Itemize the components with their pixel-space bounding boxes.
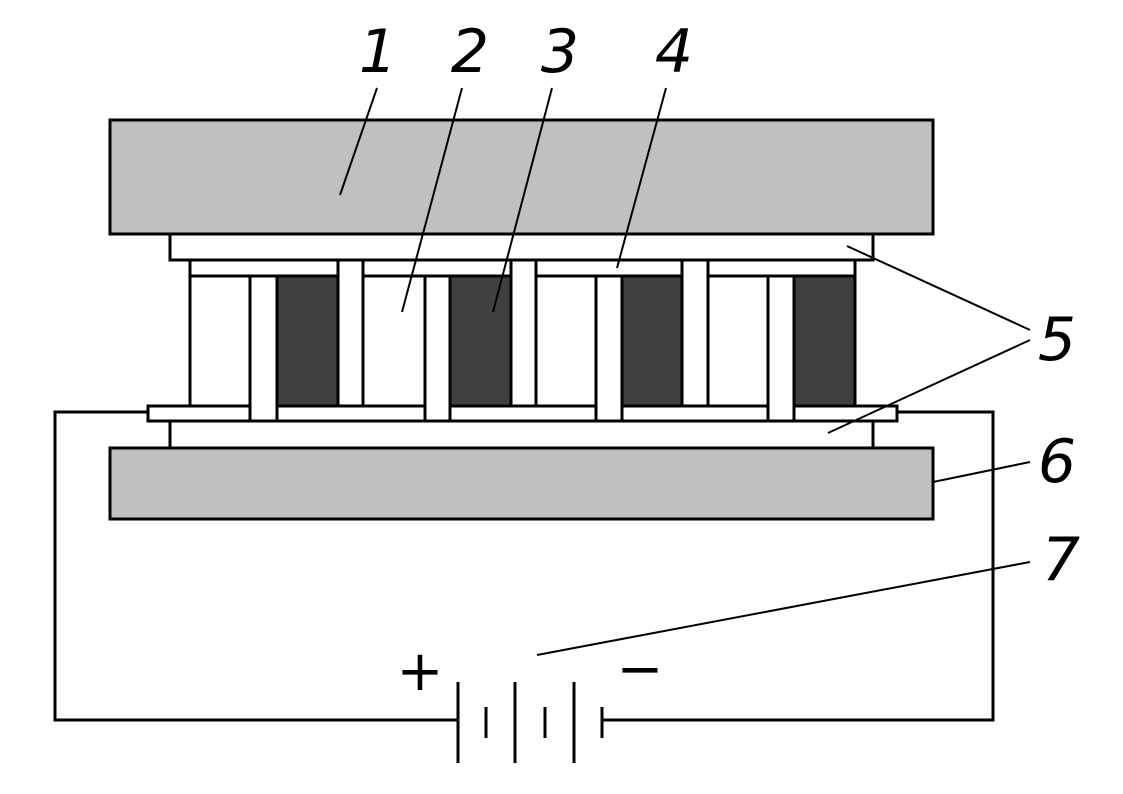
bottom-plate — [108, 446, 935, 521]
light-element — [361, 274, 427, 408]
bottom-ceramic-layer — [168, 419, 875, 450]
dark-element — [275, 274, 340, 408]
spacer-post — [423, 274, 452, 423]
light-element — [534, 274, 598, 408]
dark-element — [448, 274, 513, 408]
callout-4: 4 — [655, 17, 693, 87]
spacer-post — [509, 258, 538, 408]
leader-lines — [339, 87, 1031, 656]
spacer-post — [336, 258, 365, 408]
battery-cells — [456, 682, 604, 763]
callout-2: 2 — [451, 17, 489, 87]
battery-plus-sign: + — [397, 639, 444, 704]
dark-element — [620, 274, 684, 408]
callout-1: 1 — [359, 17, 397, 87]
top-ceramic-layer — [168, 232, 875, 262]
callout-7: 7 — [1042, 525, 1080, 595]
callout-5: 5 — [1038, 305, 1076, 375]
spacer-post — [680, 258, 710, 408]
spacer-post — [594, 274, 624, 423]
dark-elements — [275, 274, 857, 408]
callout-3: 3 — [541, 17, 579, 87]
dark-element — [792, 274, 857, 408]
callout-6: 6 — [1038, 427, 1076, 497]
light-element — [188, 274, 252, 408]
battery-minus-sign: − — [617, 637, 664, 702]
spacer-post — [766, 274, 796, 423]
top-plate — [108, 118, 935, 236]
circuit-wires — [53, 410, 995, 722]
light-element — [706, 274, 770, 408]
spacer-post — [248, 274, 279, 423]
